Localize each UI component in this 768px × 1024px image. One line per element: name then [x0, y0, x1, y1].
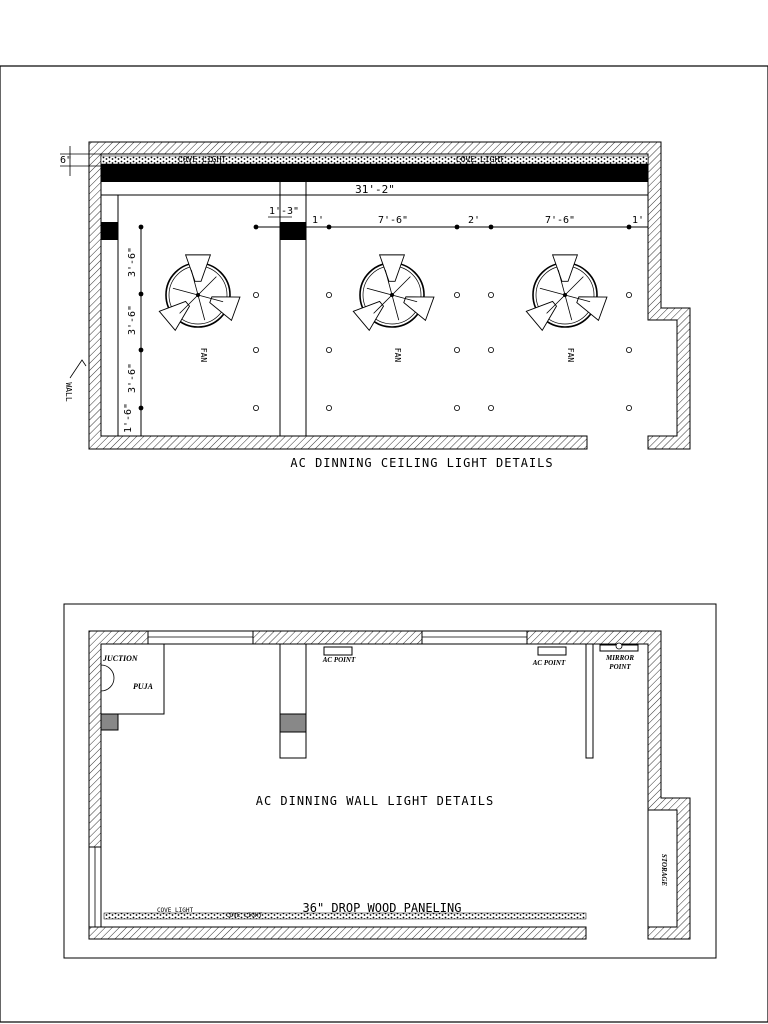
light-point — [453, 404, 460, 411]
dim-node — [138, 224, 144, 230]
fan-icon: FAN — [158, 254, 241, 363]
dim-v3-label: 3'-6" — [127, 363, 138, 393]
wall-plan-title: AC DINNING WALL LIGHT DETAILS — [256, 794, 495, 808]
pillar — [279, 643, 307, 759]
dim-node — [454, 224, 460, 230]
dim-top-label: 6" — [60, 155, 72, 166]
wall-plan-frame — [63, 603, 717, 959]
ac-point-right-label: AC POINT — [532, 659, 566, 667]
fan-label: FAN — [393, 348, 402, 363]
dim-seg4-label: 7'-6" — [545, 215, 575, 226]
fan-label: FAN — [199, 348, 208, 363]
light-point — [453, 291, 460, 298]
ceiling-light-points — [138, 224, 633, 411]
window-left — [147, 630, 254, 645]
light-point — [325, 346, 332, 353]
light-point — [487, 346, 494, 353]
light-point — [626, 346, 633, 353]
light-point — [626, 291, 633, 298]
left-column-block — [101, 222, 118, 240]
junction-label: JUCTION — [102, 654, 139, 663]
dim-node — [488, 224, 494, 230]
mirror-point-label-2: POINT — [609, 663, 631, 671]
puja-unit — [100, 643, 165, 715]
puja-label: PUJA — [133, 682, 154, 691]
wall-tag-label: WALL — [64, 382, 73, 401]
paneling-strip — [103, 912, 587, 920]
light-point — [252, 346, 259, 353]
dim-node — [626, 224, 632, 230]
light-point — [252, 291, 259, 298]
dim-node — [253, 224, 259, 230]
light-point — [453, 346, 460, 353]
dim-node — [138, 405, 144, 411]
wall-plan: JUCTION PUJA AC POINT AC POINT MIRROR PO… — [63, 603, 717, 959]
mirror-point-symbol — [615, 642, 623, 650]
light-point — [487, 404, 494, 411]
storage-unit — [647, 809, 678, 928]
dim-seg5-label: 1' — [632, 215, 644, 226]
paneling-label: 36" DROP WOOD PANELING — [303, 901, 462, 915]
light-point — [626, 404, 633, 411]
dim-v4-label: 1'-6" — [123, 403, 134, 433]
fan-label: FAN — [566, 348, 575, 363]
light-point — [325, 291, 332, 298]
ac-point-right-box — [537, 646, 567, 656]
light-point — [252, 404, 259, 411]
cove-light-small-2: COVE LIGHT — [226, 912, 263, 919]
ceiling-plan: COVE LIGHT COVE LIGHT 6" 31'-2" 1'-3" 1'… — [60, 141, 691, 470]
dim-seg1-label: 1' — [312, 215, 324, 226]
dim-beam-label: 1'-3" — [269, 206, 299, 217]
beam-block — [280, 222, 306, 240]
dim-overall-label: 31'-2" — [355, 183, 395, 196]
dim-seg3-label: 2' — [468, 215, 480, 226]
dim-v2-label: 3'-6" — [127, 305, 138, 335]
wall-column-left — [100, 713, 119, 731]
dim-node — [138, 347, 144, 353]
puja-arc — [100, 664, 115, 692]
ac-point-left-box — [323, 646, 353, 656]
storage-label: STORAGE — [660, 854, 668, 886]
dim-v1-label: 3'-6" — [127, 247, 138, 277]
ceiling-plan-walls — [88, 141, 691, 450]
ceiling-plan-title: AC DINNING CEILING LIGHT DETAILS — [290, 456, 553, 470]
fan-icon: FAN — [352, 254, 435, 363]
light-point — [325, 404, 332, 411]
wall-tag-arrow — [69, 359, 87, 379]
light-point — [487, 291, 494, 298]
dim-node — [138, 291, 144, 297]
cove-light-label-right: COVE LIGHT — [456, 155, 504, 164]
pillar-block — [279, 713, 307, 733]
dim-node — [326, 224, 332, 230]
ac-point-left-label: AC POINT — [322, 656, 356, 664]
mirror-point-label-1: MIRROR — [605, 654, 634, 662]
cove-light-small-1: COVE LIGHT — [157, 907, 194, 914]
dim-seg2-label: 7'-6" — [378, 215, 408, 226]
cove-light-label-left: COVE LIGHT — [178, 155, 226, 164]
bottom-wall — [88, 926, 587, 940]
sheet-border — [0, 65, 768, 1023]
window-right — [421, 630, 528, 645]
partition — [585, 643, 594, 759]
cove-light-channel — [101, 164, 648, 182]
wall-plan-walls — [88, 630, 691, 940]
ceiling-fans: FAN FAN FAN — [158, 254, 608, 363]
fan-icon: FAN — [525, 254, 608, 363]
